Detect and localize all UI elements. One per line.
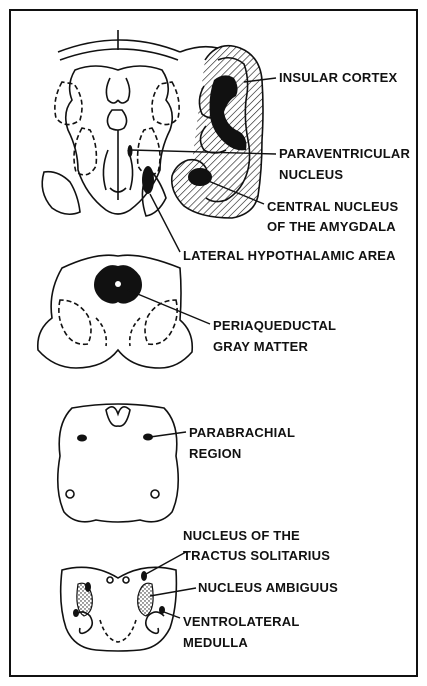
periaqueductal-leader-line <box>128 290 210 324</box>
label-insular-cortex: INSULAR CORTEX <box>279 70 397 86</box>
vlm-right-mark <box>159 606 165 614</box>
pons-section <box>58 404 179 522</box>
vlm-left-mark <box>73 609 79 617</box>
label-periaqueductal-line2: GRAY MATTER <box>213 339 308 355</box>
label-ventrolateral-line1: VENTROLATERAL <box>183 614 299 630</box>
label-nucleus-ambiguus: NUCLEUS AMBIGUUS <box>198 580 338 596</box>
ambiguus-right-mark <box>141 571 147 581</box>
label-parabrachial-line2: REGION <box>189 446 241 462</box>
label-lateral-hypothalamic: LATERAL HYPOTHALAMIC AREA <box>183 248 396 264</box>
label-periaqueductal-line1: PERIAQUEDUCTAL <box>213 318 336 334</box>
parabrachial-left-mark <box>77 435 87 442</box>
aqueduct-icon <box>115 281 121 287</box>
ventrolateral-medulla-right <box>138 583 153 616</box>
label-ventrolateral-line2: MEDULLA <box>183 635 248 651</box>
label-solitarius-line2: TRACTUS SOLITARIUS <box>183 548 330 564</box>
central-nucleus-amygdala-mark <box>188 168 212 186</box>
label-solitarius-line1: NUCLEUS OF THE <box>183 528 300 544</box>
label-paraventricular-line1: PARAVENTRICULAR <box>279 146 410 162</box>
paraventricular-nucleus-mark <box>128 145 133 157</box>
label-paraventricular-line2: NUCLEUS <box>279 167 343 183</box>
label-central-nucleus-line2: OF THE AMYGDALA <box>267 219 396 235</box>
parabrachial-leader-line <box>150 432 186 437</box>
label-parabrachial-line1: PARABRACHIAL <box>189 425 295 441</box>
ambiguus-left-mark <box>85 582 91 592</box>
lateral-hypothalamic-mark <box>142 166 154 194</box>
label-central-nucleus-line1: CENTRAL NUCLEUS <box>267 199 398 215</box>
